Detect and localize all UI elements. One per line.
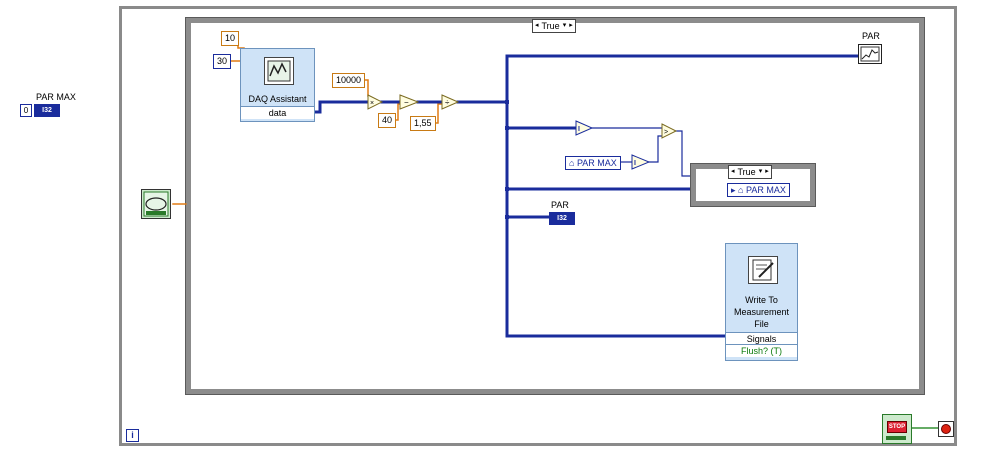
svg-text:>: > bbox=[664, 129, 668, 136]
dynamic-wires bbox=[314, 54, 860, 338]
inner-selector-left-arrow-icon[interactable]: ◂ bbox=[731, 168, 735, 175]
write-to-measurement-file[interactable]: Write To Measurement File Signals Flush?… bbox=[725, 243, 798, 361]
selector-dropdown-icon[interactable]: ▾ bbox=[562, 22, 567, 29]
inner-selector-dropdown-icon[interactable]: ▾ bbox=[758, 168, 763, 175]
to-i32-node-2 bbox=[631, 154, 651, 170]
write-file-icon bbox=[748, 256, 778, 284]
greater-than-node bbox=[661, 123, 678, 139]
selector-left-arrow-icon[interactable]: ◂ bbox=[535, 22, 539, 29]
iteration-terminal: i bbox=[126, 429, 139, 442]
while-loop[interactable] bbox=[119, 6, 957, 446]
par-indicator-terminal[interactable]: I32 bbox=[549, 212, 575, 225]
par-max-control[interactable]: 0 I32 bbox=[20, 104, 60, 117]
par-max-type-badge: I32 bbox=[34, 104, 60, 117]
constant-1-55[interactable]: 1,55 bbox=[410, 116, 436, 131]
local-house-icon: ⌂ bbox=[569, 158, 575, 168]
write-pen-icon bbox=[752, 259, 774, 281]
par-max-type-text: I32 bbox=[42, 107, 52, 114]
local-write-arrow-icon: ▸ bbox=[731, 185, 736, 195]
case-selector-inner-value: True bbox=[737, 167, 756, 177]
numeric-wires bbox=[591, 127, 701, 190]
daq-title: DAQ Assistant bbox=[248, 94, 307, 104]
par-max-label: PAR MAX bbox=[36, 92, 76, 102]
daq-output-data[interactable]: data bbox=[241, 106, 314, 119]
timing-express-vi[interactable] bbox=[141, 189, 171, 219]
constant-40[interactable]: 40 bbox=[378, 113, 397, 128]
multiply-node bbox=[367, 94, 384, 110]
stop-terminal-bar bbox=[886, 436, 906, 440]
local-house-icon-2: ⌂ bbox=[738, 185, 744, 195]
par-max-local-read-label: PAR MAX bbox=[576, 158, 617, 168]
write-file-flush[interactable]: Flush? (T) bbox=[726, 344, 797, 357]
par-max-value: 0 bbox=[20, 104, 32, 117]
stop-button-terminal[interactable]: STOP bbox=[882, 414, 912, 444]
write-file-title-2: Measurement bbox=[733, 307, 790, 317]
constant-10000[interactable]: 10000 bbox=[332, 73, 366, 88]
write-file-title-1: Write To bbox=[745, 295, 778, 305]
par-max-local-write-label: PAR MAX bbox=[746, 185, 786, 195]
constant-30[interactable]: 30 bbox=[213, 54, 232, 69]
loop-condition-terminal[interactable] bbox=[938, 421, 954, 437]
subtract-node bbox=[399, 94, 420, 110]
iteration-terminal-label: i bbox=[131, 430, 134, 440]
write-file-title-3: File bbox=[754, 319, 769, 329]
waveform-graph-terminal[interactable] bbox=[858, 44, 882, 64]
stop-icon: STOP bbox=[887, 421, 907, 433]
daq-assistant[interactable]: DAQ Assistant data bbox=[240, 48, 315, 122]
case-selector-inner[interactable]: ◂ True ▾ ▸ bbox=[728, 165, 772, 179]
par-max-local-read[interactable]: ⌂ PAR MAX bbox=[565, 156, 621, 170]
divide-node bbox=[441, 94, 460, 110]
case-selector-outer-value: True bbox=[541, 21, 560, 31]
par-indicator-label: PAR bbox=[551, 200, 569, 210]
to-i32-node-1 bbox=[575, 120, 594, 136]
selector-right-arrow-icon[interactable]: ▸ bbox=[569, 22, 573, 29]
stop-condition-icon bbox=[941, 424, 951, 434]
graph-label: PAR bbox=[862, 31, 880, 41]
par-max-local-write[interactable]: ▸ ⌂ PAR MAX bbox=[727, 183, 790, 197]
case-selector-outer[interactable]: ◂ True ▾ ▸ bbox=[532, 19, 576, 33]
divide-symbol: ÷ bbox=[445, 98, 450, 107]
svg-text:I: I bbox=[578, 126, 580, 133]
write-file-signals[interactable]: Signals bbox=[726, 332, 797, 345]
stop-label: STOP bbox=[888, 424, 906, 430]
constant-10[interactable]: 10 bbox=[221, 31, 240, 46]
wire-junctions bbox=[505, 100, 509, 219]
svg-text:I: I bbox=[634, 160, 636, 167]
graph-chart-icon bbox=[860, 46, 880, 62]
daq-icon bbox=[264, 57, 294, 85]
multiply-symbol: × bbox=[370, 100, 374, 107]
subtract-symbol: − bbox=[404, 98, 409, 107]
inner-selector-right-arrow-icon[interactable]: ▸ bbox=[765, 168, 769, 175]
daq-graph-icon bbox=[267, 60, 291, 82]
timer-icon bbox=[143, 191, 169, 217]
par-indicator-type: I32 bbox=[557, 215, 567, 222]
